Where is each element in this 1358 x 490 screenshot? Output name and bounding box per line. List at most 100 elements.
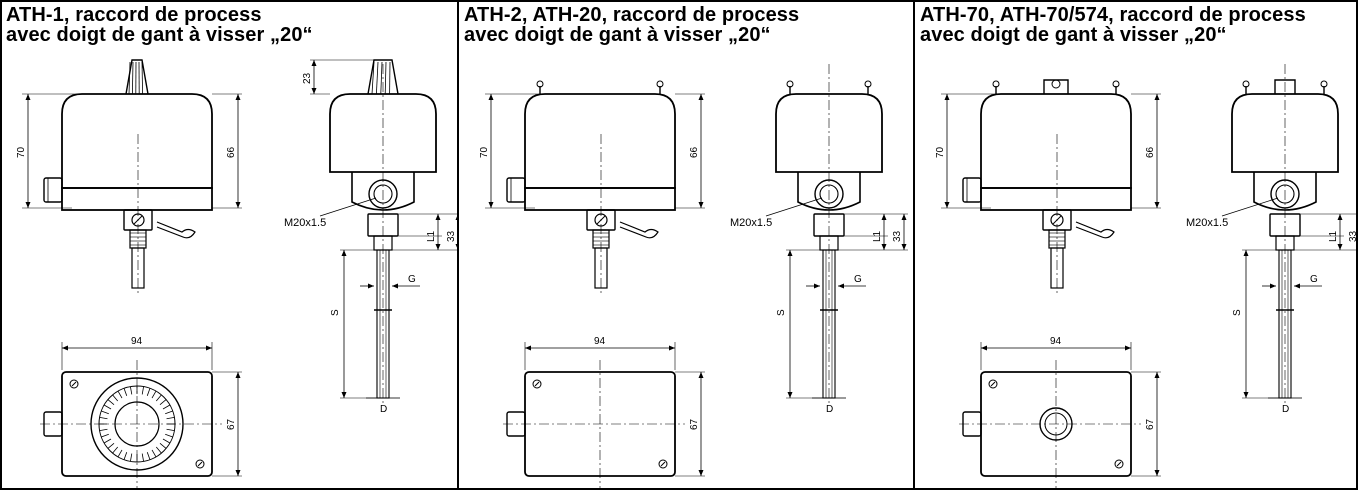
dial-tick <box>117 390 123 399</box>
dimension-label-94: 94 <box>594 336 606 347</box>
dial-tick <box>165 410 173 415</box>
dimension-label-70: 70 <box>935 146 946 158</box>
housing-base <box>524 187 676 211</box>
dimension-arrow <box>787 250 793 256</box>
dimension-arrow <box>838 283 844 289</box>
dial-tick <box>112 394 119 402</box>
dimension-label-94: 94 <box>1050 336 1062 347</box>
dial-tick <box>141 453 144 462</box>
dimension-label-d: D <box>380 404 387 415</box>
dial-tick <box>103 404 112 410</box>
housing-cover <box>524 93 676 189</box>
dimension-arrow <box>881 244 887 250</box>
dimension-arrow <box>488 94 494 100</box>
dimension-label-33: 33 <box>446 230 457 242</box>
dial-tick <box>99 428 108 431</box>
knob-rib <box>132 61 134 95</box>
dimension-label-67: 67 <box>226 418 237 430</box>
housing-base <box>61 187 213 211</box>
wrench-symbol <box>1075 221 1115 239</box>
mount-screw-slot <box>197 461 203 467</box>
dial-tick <box>103 438 112 444</box>
dimension-label-s: S <box>776 309 787 316</box>
dimension-label-66: 66 <box>689 146 700 158</box>
dial-tick <box>165 433 173 438</box>
thread-label: M20x1.5 <box>284 217 326 229</box>
side-knob-rib <box>380 61 383 95</box>
dial-tick <box>123 388 128 396</box>
dial-tick <box>99 417 108 420</box>
dimension-arrow <box>368 283 374 289</box>
dial-tick <box>107 399 115 406</box>
dimension-arrow <box>1154 372 1160 378</box>
dimension-arrow <box>1337 214 1343 220</box>
housing-cover <box>980 93 1132 189</box>
wrench-symbol <box>156 221 196 239</box>
dimension-arrow <box>1154 202 1160 208</box>
dimension-arrow <box>901 244 907 250</box>
dimension-arrow <box>341 392 347 398</box>
thread-leader <box>319 197 377 217</box>
dial-tick <box>123 452 128 460</box>
dimension-arrow <box>235 372 241 378</box>
dimension-arrow <box>901 214 907 220</box>
dial-tick <box>155 446 162 454</box>
dimension-arrow <box>1294 283 1300 289</box>
dimension-label-d: D <box>826 404 833 415</box>
mount-screw-slot <box>1116 461 1122 467</box>
mount-screw-slot <box>534 381 540 387</box>
dimension-label-l1: L1 <box>426 230 437 242</box>
dimension-arrow <box>881 214 887 220</box>
seal-screw <box>995 86 1117 94</box>
dimension-arrow <box>392 283 398 289</box>
dimension-label-67: 67 <box>689 418 700 430</box>
thread-leader <box>765 197 823 217</box>
seal-screw <box>539 86 661 94</box>
cable-gland <box>506 177 526 203</box>
knob-rib <box>128 61 131 95</box>
housing-cover <box>61 93 213 189</box>
dimension-label-l1: L1 <box>872 230 883 242</box>
dimension-arrow <box>1337 244 1343 250</box>
dimension-label-70: 70 <box>16 146 27 158</box>
dimension-label-d: D <box>1282 404 1289 415</box>
dial-tick <box>117 449 123 458</box>
reset-button-housing <box>1043 79 1069 94</box>
dial-tick <box>101 433 109 438</box>
dimension-arrow <box>669 345 675 351</box>
dial-tick <box>101 410 109 415</box>
dimension-arrow <box>698 372 704 378</box>
mount-screw-slot <box>990 381 996 387</box>
dimension-arrow <box>981 345 987 351</box>
dial-tick <box>166 428 175 431</box>
dial-tick <box>146 388 151 396</box>
thread-leader <box>1221 197 1279 217</box>
dimension-label-66: 66 <box>226 146 237 158</box>
dial-tick <box>151 449 157 458</box>
cable-gland <box>43 177 63 203</box>
wrench-symbol <box>619 221 659 239</box>
dimension-arrow <box>698 470 704 476</box>
cable-gland <box>962 177 982 203</box>
dial-tick <box>166 417 175 420</box>
housing-base <box>980 187 1132 211</box>
dimension-arrow <box>1125 345 1131 351</box>
dimension-arrow <box>235 470 241 476</box>
dial-tick <box>107 442 115 449</box>
dial-tick <box>162 438 171 444</box>
dimension-arrow <box>235 202 241 208</box>
dimension-arrow <box>698 94 704 100</box>
panel-ath-2-ath-20: ATH-2, ATH-20, raccord de process avec d… <box>458 0 914 490</box>
dimension-label-l1: L1 <box>1328 230 1339 242</box>
dimension-arrow <box>1154 94 1160 100</box>
dimension-label-66: 66 <box>1145 146 1156 158</box>
dial-tick <box>159 399 167 406</box>
dimension-label-33: 33 <box>1348 230 1358 242</box>
dimension-label-s: S <box>1232 309 1243 316</box>
dimension-arrow <box>944 202 950 208</box>
dimension-arrow <box>1270 283 1276 289</box>
dimension-label-g: G <box>1310 274 1318 285</box>
